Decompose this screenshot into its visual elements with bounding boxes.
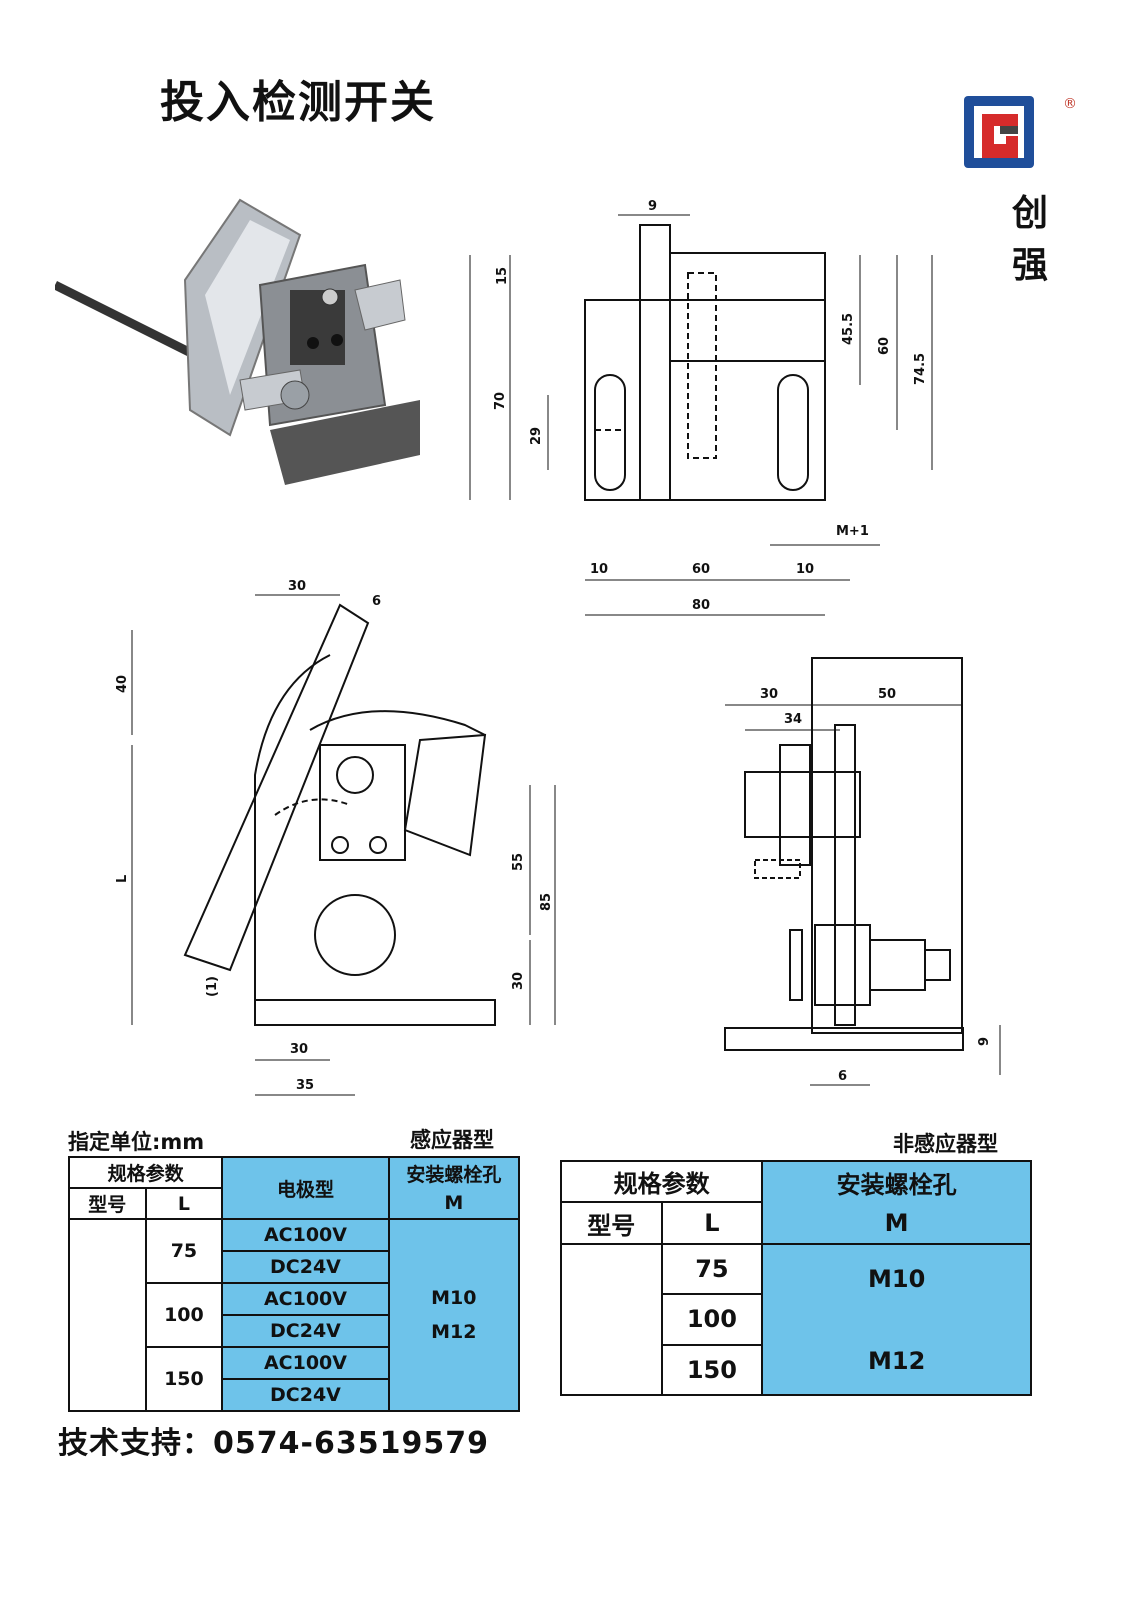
dim-side-1: (1) <box>205 976 220 997</box>
dim-side-40: 40 <box>115 675 130 693</box>
sensor-L-cell: 75 <box>144 1218 224 1284</box>
sensor-electrode-cell: DC24V <box>221 1378 390 1412</box>
side-view-drawing: 30 6 40 L 55 85 30 (1) 30 35 <box>115 579 556 1096</box>
sensor-header-bolt: 安装螺栓孔 <box>387 1156 521 1188</box>
sensor-electrode-cell: DC24V <box>221 1314 390 1348</box>
sensor-model-cell <box>68 1218 147 1412</box>
sensor-header-L: L <box>144 1187 224 1220</box>
sensor-L-cell: 100 <box>144 1282 224 1348</box>
dim-side-6: 6 <box>372 594 381 609</box>
dim-front-30: 30 <box>760 687 778 702</box>
sensor-L-cell: 150 <box>144 1346 224 1412</box>
dim-side-30-bottom: 30 <box>290 1042 308 1057</box>
tech-support-phone: 技术支持：0574-63519579 <box>58 1426 489 1461</box>
sensor-bolt-cell: M10 <box>387 1218 521 1315</box>
dim-side-30-right: 30 <box>511 972 526 990</box>
nonsensor-header-bolt: 安装螺栓孔 <box>761 1159 1032 1203</box>
dim-top-60: 60 <box>877 337 892 355</box>
sensor-electrode-cell: AC100V <box>221 1346 390 1380</box>
nonsensor-spec-table: 规格参数 安装螺栓孔 型号 L M 75 M10 100 150 M12 <box>559 1159 1032 1397</box>
nonsensor-bolt-cell: M10 <box>761 1242 1032 1345</box>
dim-side-35: 35 <box>296 1078 314 1093</box>
dim-top-80: 80 <box>692 598 710 613</box>
sensor-electrode-cell: AC100V <box>221 1218 390 1252</box>
nonsensor-type-label: 非感应器型 <box>893 1132 998 1156</box>
nonsensor-L-cell: 100 <box>660 1293 764 1346</box>
dim-top-29: 29 <box>529 427 544 445</box>
nonsensor-L-cell: 150 <box>660 1343 764 1397</box>
sensor-header-electrode: 电极型 <box>221 1156 390 1220</box>
dim-top-10a: 10 <box>590 562 608 577</box>
dim-top-10b: 10 <box>796 562 814 577</box>
sensor-electrode-cell: DC24V <box>221 1250 390 1284</box>
dim-side-L: L <box>115 875 130 883</box>
sensor-bolt-cell: M12 <box>387 1315 521 1412</box>
top-view-drawing: 9 15 70 29 45.5 60 74.5 M+1 10 60 10 80 <box>469 199 933 616</box>
nonsensor-header-L: L <box>660 1201 764 1245</box>
sensor-spec-table: 规格参数 电极型 安装螺栓孔 型号 L M 75 AC100V M10 DC24… <box>67 1156 521 1412</box>
dim-top-9: 9 <box>648 199 657 214</box>
dim-top-15: 15 <box>495 267 510 285</box>
sensor-electrode-cell: AC100V <box>221 1282 390 1316</box>
brand-name-line1: 创 <box>1011 193 1048 234</box>
nonsensor-header-spec: 规格参数 <box>559 1159 764 1204</box>
registered-mark: ® <box>1063 96 1077 112</box>
product-photo <box>55 198 420 485</box>
dim-front-6: 6 <box>838 1069 847 1084</box>
dim-top-60b: 60 <box>692 562 710 577</box>
front-view-drawing: 30 50 34 9 6 <box>724 657 1001 1086</box>
dim-front-34: 34 <box>784 712 802 727</box>
brand-name: 创 强 <box>1005 188 1055 292</box>
sensor-header-M: M <box>387 1188 521 1220</box>
sensor-header-model: 型号 <box>68 1187 147 1220</box>
unit-label: 指定单位:mm <box>68 1130 205 1154</box>
dim-front-9: 9 <box>977 1037 992 1046</box>
dim-top-m1: M+1 <box>836 524 869 539</box>
dim-side-55: 55 <box>511 853 526 871</box>
nonsensor-model-cell <box>560 1242 663 1397</box>
dim-front-50: 50 <box>878 687 896 702</box>
dim-top-45-5: 45.5 <box>841 313 856 345</box>
sensor-header-spec: 规格参数 <box>67 1156 224 1189</box>
dim-side-85: 85 <box>539 893 554 911</box>
dim-top-74-5: 74.5 <box>913 353 928 385</box>
brand-logo <box>964 96 1034 168</box>
nonsensor-header-model: 型号 <box>560 1201 663 1245</box>
dim-side-30-top: 30 <box>288 579 306 594</box>
sensor-type-label: 感应器型 <box>410 1128 494 1152</box>
page-title: 投入检测开关 <box>160 77 436 128</box>
dim-top-70: 70 <box>493 392 508 410</box>
nonsensor-bolt-cell: M12 <box>761 1344 1032 1397</box>
nonsensor-L-cell: 75 <box>660 1242 764 1296</box>
brand-name-line2: 强 <box>1011 245 1048 286</box>
nonsensor-header-M: M <box>761 1202 1032 1245</box>
